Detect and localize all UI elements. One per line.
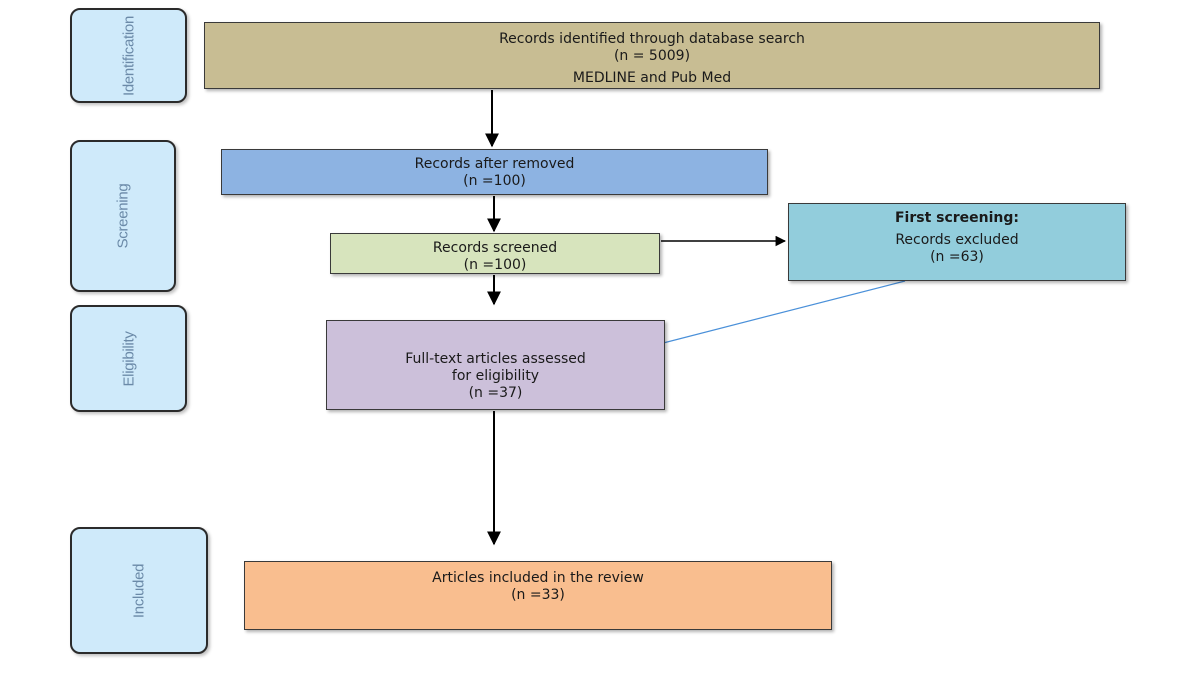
arrow-excluded-to-fulltext bbox=[636, 280, 906, 350]
screened-line1: Records screened bbox=[432, 240, 558, 256]
phase-eligibility: Eligibility bbox=[70, 305, 187, 412]
box-records-identified: Records identified through database sear… bbox=[204, 22, 1100, 89]
screened-count: (n =100) bbox=[463, 257, 527, 273]
excluded-heading: First screening: bbox=[894, 210, 1020, 226]
box-fulltext-assessed: Full-text articles assessed for eligibil… bbox=[326, 320, 665, 410]
excluded-line1: Records excluded bbox=[895, 232, 1019, 248]
box-records-after-removed: Records after removed (n =100) bbox=[221, 149, 768, 195]
fulltext-line2: for eligibility bbox=[451, 368, 540, 384]
fulltext-count: (n =37) bbox=[468, 385, 523, 401]
excluded-count: (n =63) bbox=[930, 249, 984, 265]
fulltext-line1: Full-text articles assessed bbox=[405, 351, 586, 367]
box-articles-included: Articles included in the review (n =33) bbox=[244, 561, 832, 630]
removed-count: (n =100) bbox=[463, 173, 526, 189]
phase-screening: Screening bbox=[70, 140, 176, 292]
box-records-screened: Records screened (n =100) bbox=[330, 233, 660, 274]
box-records-excluded: First screening: Records excluded (n =63… bbox=[788, 203, 1126, 281]
identified-source: MEDLINE and Pub Med bbox=[572, 70, 732, 86]
removed-line1: Records after removed bbox=[414, 156, 575, 172]
identified-count: (n = 5009) bbox=[613, 48, 691, 64]
included-line1: Articles included in the review bbox=[432, 570, 644, 586]
included-count: (n =33) bbox=[511, 587, 565, 603]
phase-included: Included bbox=[70, 527, 208, 654]
phase-identification: Identification bbox=[70, 8, 187, 103]
identified-line1: Records identified through database sear… bbox=[499, 31, 805, 47]
